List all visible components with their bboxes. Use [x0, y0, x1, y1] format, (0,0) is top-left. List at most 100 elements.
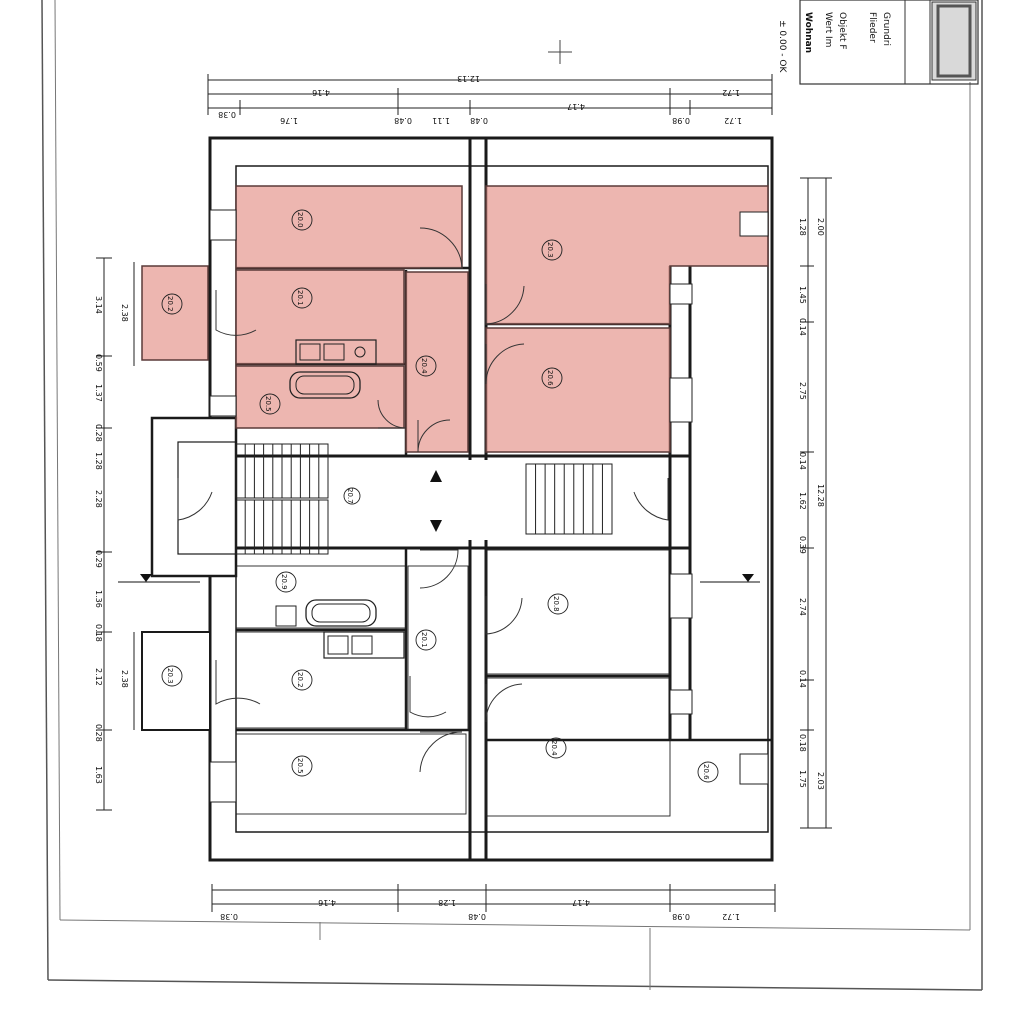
room-r15: 20.5 — [291, 755, 313, 777]
door-swings — [177, 227, 669, 773]
dim-left-balcony-2: 2.38 — [120, 670, 129, 688]
lower-apartment — [141, 549, 671, 817]
dim-bottom-fine-2: 0.48 — [468, 912, 486, 921]
room-labels: 20.0 20.3 20.2 20.1 20.4 20.5 20.6 20.7 … — [161, 209, 719, 783]
dim-right-7: 0.39 — [798, 536, 807, 554]
room-r16: 20.6 — [697, 761, 719, 783]
room-r12: 20.2 — [291, 669, 313, 691]
dim-right-11: 1.75 — [798, 770, 807, 788]
room-r8-label: 20.7 — [346, 488, 354, 504]
dim-left-10: 2.12 — [94, 668, 103, 686]
room-r10-label: 20.9 — [280, 574, 288, 590]
dim-bottom-fine-3: 0.98 — [672, 912, 690, 921]
dim-right-8: 2.74 — [798, 598, 807, 616]
room-r6-label: 20.5 — [264, 396, 272, 412]
staircase-right — [525, 463, 613, 535]
room-r3-label: 20.2 — [166, 296, 174, 312]
title-block: Wohnan Wert Im Objekt F Flieder Grundri … — [777, 0, 979, 85]
dim-right-9: 0.14 — [798, 670, 807, 688]
room-r1: 20.0 — [291, 209, 313, 231]
dim-right-5: 0.14 — [798, 452, 807, 470]
room-r11: 20.1 — [415, 629, 437, 651]
room-r1-area — [235, 185, 463, 269]
dim-left-6: 2.28 — [94, 490, 103, 508]
room-r7-label: 20.6 — [546, 370, 554, 386]
room-r15-label: 20.5 — [296, 758, 304, 774]
dim-bottom-fine-1: 0.38 — [220, 912, 238, 921]
dim-left-1: 3.14 — [94, 296, 103, 314]
room-r1-label: 20.0 — [296, 212, 304, 228]
room-r5-area — [405, 271, 469, 453]
room-r14-label: 20.4 — [550, 740, 558, 756]
title-block-title: Wohnan — [803, 12, 813, 53]
room-r9: 20.8 — [547, 593, 569, 615]
dim-bottom-seg-3: 4.17 — [572, 898, 590, 907]
crosshair-icon — [548, 40, 572, 64]
dim-top-fine-7: 1.72 — [724, 116, 742, 125]
room-r16-label: 20.6 — [702, 764, 710, 780]
title-block-line4: Flieder — [867, 12, 877, 43]
dim-right-6: 1.62 — [798, 492, 807, 510]
right-dimensions: 1.28 1.45 0.14 2.75 0.14 1.62 0.39 2.74 … — [798, 177, 832, 829]
dim-left-5: 1.28 — [94, 452, 103, 470]
room-r11-label: 20.1 — [420, 632, 428, 648]
dim-right-outer-2: 12.28 — [816, 484, 825, 507]
dim-right-2: 1.45 — [798, 286, 807, 304]
dim-bottom-seg-4: 1.72 — [722, 912, 740, 921]
title-block-line2: Wert Im — [823, 12, 833, 47]
top-dimensions: 12.13 4.16 4.17 1.72 0.38 1.76 0.48 1.11… — [207, 74, 773, 125]
room-r14: 20.4 — [545, 737, 567, 759]
dim-left-9: 0.18 — [94, 624, 103, 642]
section-arrows — [118, 470, 760, 583]
title-block-line3: Objekt F — [837, 12, 847, 50]
dim-top-fine-3: 0.48 — [394, 116, 412, 125]
room-r5: 20.4 — [415, 355, 437, 377]
dim-top-seg-1: 4.16 — [312, 88, 330, 97]
dim-top-fine-1: 0.38 — [218, 110, 236, 119]
room-r2: 20.3 — [541, 239, 563, 261]
dim-top-fine-2: 1.76 — [280, 116, 298, 125]
room-r10: 20.9 — [275, 571, 297, 593]
bathtub-lower — [275, 599, 377, 627]
dim-bottom-seg-1: 4.16 — [318, 898, 336, 907]
dim-right-10: 0.18 — [798, 734, 807, 752]
dim-left-8: 1.36 — [94, 590, 103, 608]
dim-top-fine-6: 0.98 — [672, 116, 690, 125]
dim-top-seg-2: 4.17 — [567, 102, 585, 111]
dim-left-11: 0.28 — [94, 724, 103, 742]
dim-left-balcony-1: 2.38 — [120, 304, 129, 322]
dim-left-3: 1.37 — [94, 384, 103, 402]
room-r5-label: 20.4 — [420, 358, 428, 374]
room-r4: 20.1 — [291, 287, 313, 309]
dim-bottom-seg-2: 1.28 — [438, 898, 456, 907]
dim-top-fine-4: 1.11 — [432, 116, 450, 125]
bottom-dimensions: 4.16 1.28 4.17 1.72 0.38 0.48 0.98 — [211, 884, 776, 921]
left-dimensions: 3.14 0.59 1.37 0.28 1.28 2.28 0.29 1.36 … — [94, 257, 135, 811]
dim-top-fine-5: 0.48 — [470, 116, 488, 125]
staircase-left — [235, 443, 329, 555]
room-r13-label: 20.3 — [166, 668, 174, 684]
room-r4-label: 20.1 — [296, 290, 304, 306]
kitchen-counter-upper — [295, 339, 377, 365]
room-r9-label: 20.8 — [552, 596, 560, 612]
room-r7: 20.6 — [541, 367, 563, 389]
sheet-frame — [41, 0, 983, 991]
dim-left-12: 1.63 — [94, 766, 103, 784]
level-note: ± 0.00 - OK — [777, 20, 787, 73]
room-r3: 20.2 — [161, 293, 183, 315]
dim-left-7: 0.29 — [94, 550, 103, 568]
dim-top-seg-3: 1.72 — [722, 88, 740, 97]
dim-right-1: 1.28 — [798, 218, 807, 236]
room-r13: 20.3 — [161, 665, 183, 687]
room-r6-area — [235, 365, 405, 429]
room-r7-area — [485, 327, 671, 453]
dim-top-total: 12.13 — [457, 74, 480, 83]
room-r2-area — [485, 185, 769, 325]
room-r12-label: 20.2 — [296, 672, 304, 688]
title-block-line5: Grundri — [881, 12, 891, 46]
room-r2-label: 20.3 — [546, 242, 554, 258]
dim-right-outer-1: 2.00 — [816, 218, 825, 236]
dim-right-3: 0.14 — [798, 318, 807, 336]
